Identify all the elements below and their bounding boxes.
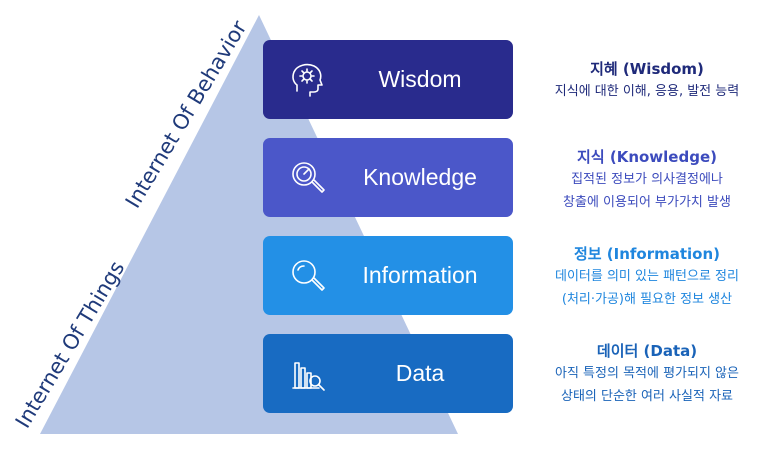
- desc-information: 정보 (Information) 데이터를 의미 있는 패턴으로 정리 (처리·…: [528, 243, 766, 311]
- desc-knowledge-line-2: 창출에 이용되어 부가가치 발생: [563, 195, 731, 210]
- desc-knowledge-title: 지식 (Knowledge): [577, 148, 717, 166]
- desc-wisdom-title: 지혜 (Wisdom): [590, 60, 704, 78]
- brain-gear-icon: [292, 63, 323, 97]
- level-data-box: Data: [263, 334, 513, 413]
- level-wisdom-title: Wisdom: [378, 66, 462, 92]
- desc-wisdom: 지혜 (Wisdom) 지식에 대한 이해, 응용, 발전 능력: [528, 58, 766, 103]
- desc-information-line-1: 데이터를 의미 있는 패턴으로 정리: [555, 269, 739, 284]
- magnifier-chart-icon: [292, 162, 325, 193]
- search-icon: [292, 260, 325, 291]
- desc-knowledge: 지식 (Knowledge) 집적된 정보가 의사결정에나 창출에 이용되어 부…: [528, 146, 766, 214]
- desc-knowledge-line-1: 집적된 정보가 의사결정에나: [571, 172, 723, 187]
- desc-information-line-2: (처리·가공)해 필요한 정보 생산: [561, 292, 733, 307]
- level-knowledge-title: Knowledge: [363, 164, 477, 190]
- level-information-box: Information: [263, 236, 513, 315]
- level-information-title: Information: [362, 262, 478, 288]
- desc-data: 데이터 (Data) 아직 특정의 목적에 평가되지 않은 상태의 단순한 여러…: [528, 340, 766, 408]
- bar-chart-search-icon: [292, 362, 325, 391]
- desc-wisdom-line-1: 지식에 대한 이해, 응용, 발전 능력: [554, 84, 740, 99]
- pyramid-shape: [40, 15, 458, 434]
- desc-data-line-1: 아직 특정의 목적에 평가되지 않은: [555, 366, 739, 381]
- desc-information-title: 정보 (Information): [573, 245, 721, 263]
- desc-data-line-2: 상태의 단순한 여러 사실적 자료: [560, 389, 733, 404]
- level-data-title: Data: [395, 360, 445, 386]
- level-wisdom-box: Wisdom: [263, 40, 513, 119]
- desc-data-title: 데이터 (Data): [596, 342, 698, 360]
- level-knowledge-box: Knowledge: [263, 138, 513, 217]
